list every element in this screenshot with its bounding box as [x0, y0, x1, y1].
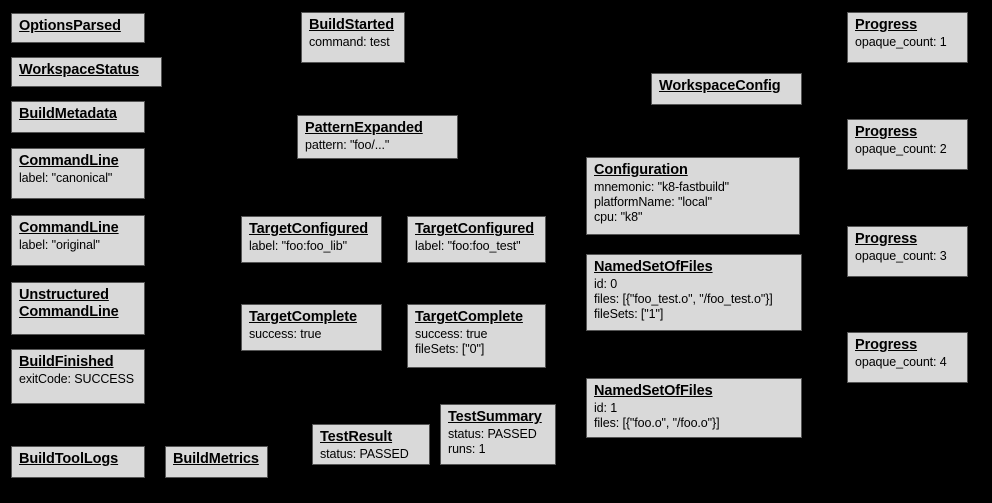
event-node-title: Unstructured CommandLine	[19, 287, 119, 320]
event-node-title: NamedSetOfFiles	[594, 383, 713, 399]
event-node-command-line-canonical[interactable]: CommandLine label: "canonical"	[11, 148, 145, 199]
event-node-field: status: PASSED	[448, 427, 537, 441]
event-node-fields: opaque_count: 3	[855, 249, 960, 264]
event-node-title: PatternExpanded	[305, 120, 423, 136]
event-node-title: BuildMetrics	[173, 451, 259, 467]
event-node-title: WorkspaceStatus	[19, 62, 139, 78]
event-node-field: id: 1	[594, 401, 618, 415]
event-node-title: TargetComplete	[415, 309, 523, 325]
event-node-fields: command: test	[309, 35, 397, 50]
event-node-field: opaque_count: 1	[855, 35, 947, 49]
event-node-build-started[interactable]: BuildStarted command: test	[301, 12, 405, 63]
event-node-field: success: true	[415, 327, 488, 341]
event-node-progress-2[interactable]: Progress opaque_count: 2	[847, 119, 968, 170]
event-node-title: TargetComplete	[249, 309, 357, 325]
event-node-fields: opaque_count: 4	[855, 355, 960, 370]
event-node-field: cpu: "k8"	[594, 210, 643, 224]
event-node-field: fileSets: ["0"]	[415, 342, 485, 356]
event-node-field: mnemonic: "k8-fastbuild"	[594, 180, 730, 194]
event-node-workspace-config[interactable]: WorkspaceConfig	[651, 73, 802, 105]
event-node-title: TestSummary	[448, 409, 542, 425]
event-node-workspace-status[interactable]: WorkspaceStatus	[11, 57, 162, 87]
event-node-field: status: PASSED	[320, 447, 409, 461]
event-node-field: label: "foo:foo_lib"	[249, 239, 347, 253]
event-node-fields: mnemonic: "k8-fastbuild"platformName: "l…	[594, 180, 792, 225]
event-node-field: success: true	[249, 327, 322, 341]
event-node-title: TargetConfigured	[249, 221, 368, 237]
event-node-title: Progress	[855, 124, 918, 140]
event-node-field: opaque_count: 4	[855, 355, 947, 369]
event-node-build-tool-logs[interactable]: BuildToolLogs	[11, 446, 145, 478]
event-node-target-complete-lib[interactable]: TargetComplete success: true	[241, 304, 382, 351]
event-node-test-result[interactable]: TestResult status: PASSED	[312, 424, 430, 465]
event-node-target-configured-test[interactable]: TargetConfigured label: "foo:foo_test"	[407, 216, 546, 263]
event-node-title: CommandLine	[19, 220, 119, 236]
event-node-field: label: "foo:foo_test"	[415, 239, 521, 253]
event-node-progress-3[interactable]: Progress opaque_count: 3	[847, 226, 968, 277]
event-node-progress-1[interactable]: Progress opaque_count: 1	[847, 12, 968, 63]
event-node-title: BuildFinished	[19, 354, 114, 370]
event-node-field: pattern: "foo/..."	[305, 138, 390, 152]
event-node-title: BuildStarted	[309, 17, 395, 33]
event-node-field: platformName: "local"	[594, 195, 712, 209]
event-node-field: opaque_count: 3	[855, 249, 947, 263]
event-node-fields: label: "foo:foo_lib"	[249, 239, 374, 254]
event-node-unstructured-command-line[interactable]: Unstructured CommandLine	[11, 282, 145, 335]
event-node-fields: opaque_count: 2	[855, 142, 960, 157]
event-node-title: BuildMetadata	[19, 106, 117, 122]
event-node-build-metrics[interactable]: BuildMetrics	[165, 446, 268, 478]
event-node-fields: status: PASSED	[320, 447, 422, 462]
event-node-title: Progress	[855, 17, 918, 33]
event-node-title: BuildToolLogs	[19, 451, 119, 467]
event-node-field: opaque_count: 2	[855, 142, 947, 156]
event-node-title: Progress	[855, 231, 918, 247]
event-node-title: Progress	[855, 337, 918, 353]
event-node-title: OptionsParsed	[19, 18, 121, 34]
event-node-command-line-original[interactable]: CommandLine label: "original"	[11, 215, 145, 266]
event-node-field: label: "canonical"	[19, 171, 113, 185]
event-node-field: label: "original"	[19, 238, 100, 252]
event-node-fields: pattern: "foo/..."	[305, 138, 450, 153]
event-node-options-parsed[interactable]: OptionsParsed	[11, 13, 145, 43]
event-node-build-finished[interactable]: BuildFinished exitCode: SUCCESS	[11, 349, 145, 404]
event-node-title: CommandLine	[19, 153, 119, 169]
event-node-field: fileSets: ["1"]	[594, 307, 664, 321]
event-node-field: id: 0	[594, 277, 618, 291]
event-node-title: TestResult	[320, 429, 393, 445]
event-node-field: files: [{"foo.o", "/foo.o"}]	[594, 416, 720, 430]
event-node-fields: label: "foo:foo_test"	[415, 239, 538, 254]
event-node-pattern-expanded[interactable]: PatternExpanded pattern: "foo/..."	[297, 115, 458, 159]
event-node-fields: success: true	[249, 327, 374, 342]
event-node-target-configured-lib[interactable]: TargetConfigured label: "foo:foo_lib"	[241, 216, 382, 263]
event-node-progress-4[interactable]: Progress opaque_count: 4	[847, 332, 968, 383]
event-node-title: TargetConfigured	[415, 221, 534, 237]
event-node-field: command: test	[309, 35, 390, 49]
event-node-configuration[interactable]: Configuration mnemonic: "k8-fastbuild"pla…	[586, 157, 800, 235]
event-node-title: Configuration	[594, 162, 688, 178]
event-node-fields: exitCode: SUCCESS	[19, 372, 137, 387]
event-node-field: runs: 1	[448, 442, 486, 456]
event-node-field: files: [{"foo_test.o", "/foo_test.o"}]	[594, 292, 773, 306]
event-node-fields: label: "original"	[19, 238, 137, 253]
event-node-build-metadata[interactable]: BuildMetadata	[11, 101, 145, 133]
event-node-fields: label: "canonical"	[19, 171, 137, 186]
event-node-title: WorkspaceConfig	[659, 78, 781, 94]
event-node-title: NamedSetOfFiles	[594, 259, 713, 275]
event-node-field: exitCode: SUCCESS	[19, 372, 135, 386]
event-node-fields: opaque_count: 1	[855, 35, 960, 50]
